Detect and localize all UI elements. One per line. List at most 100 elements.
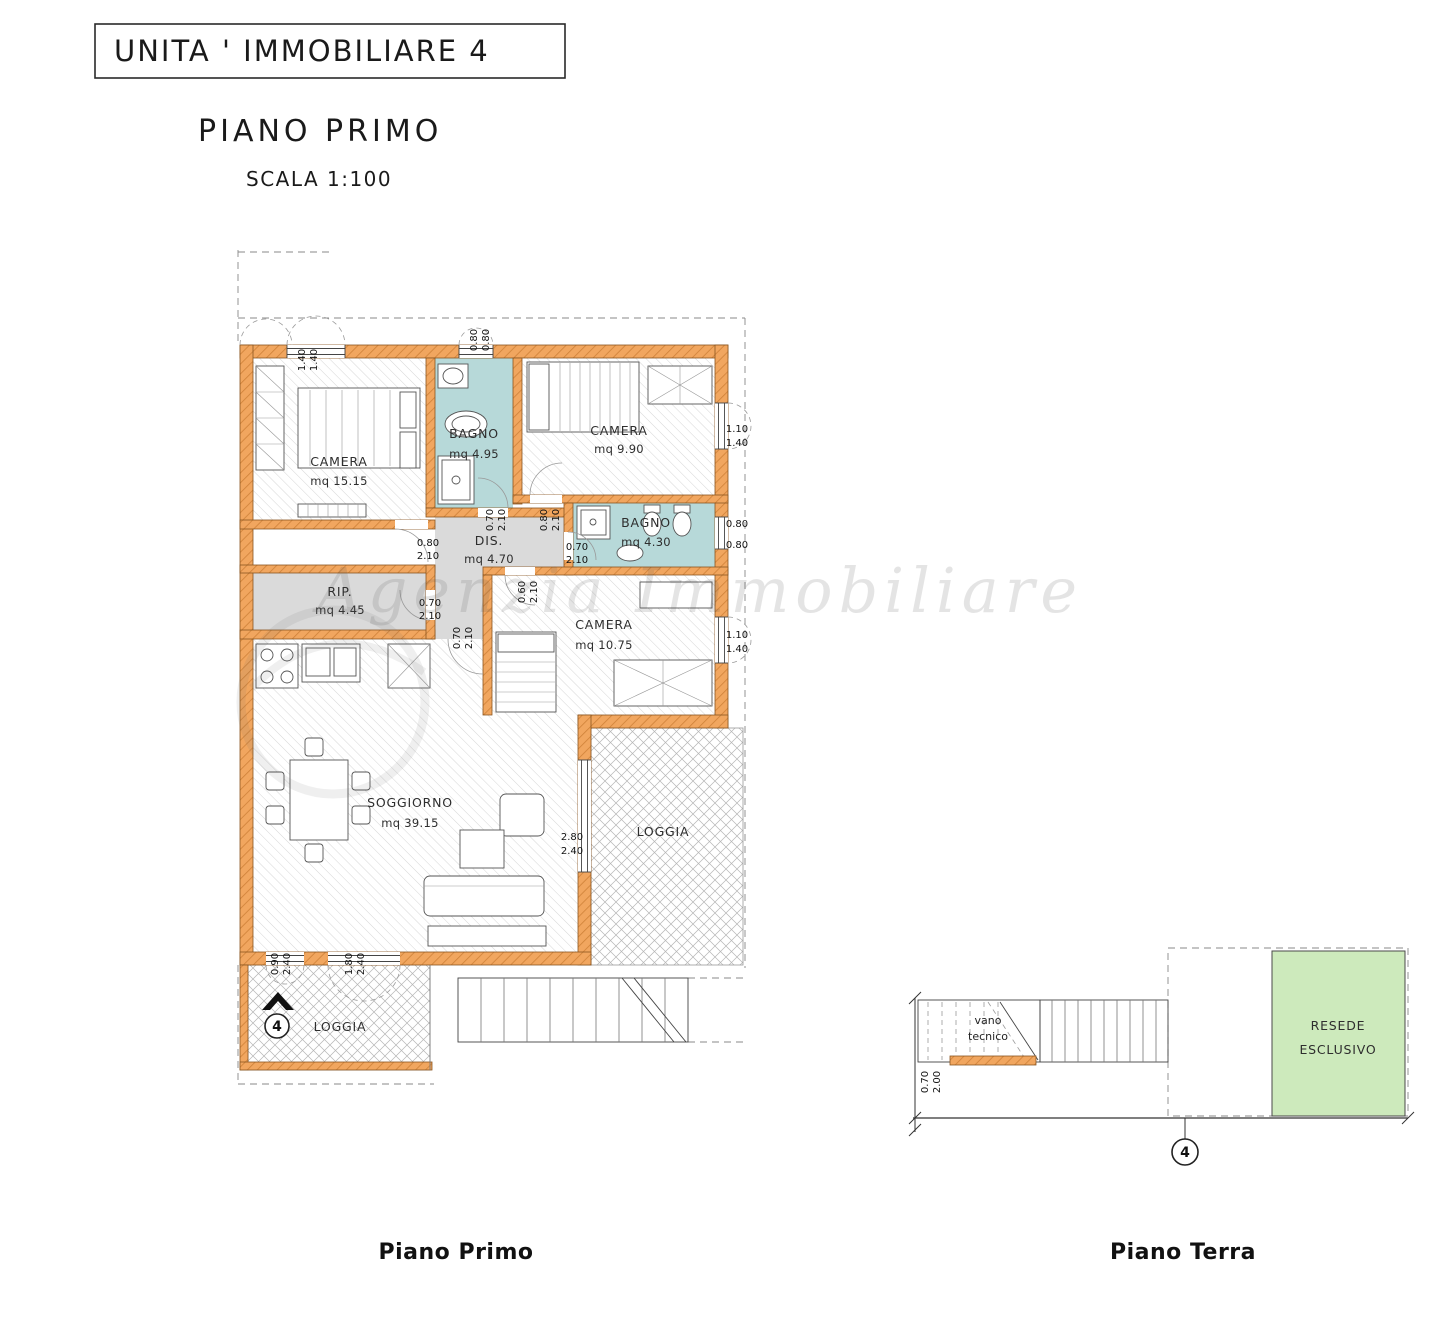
dining-table-soggiorno (265, 737, 371, 863)
wardrobe-camera-1 (255, 365, 285, 471)
header: UNITA ' IMMOBILIARE 4 PIANO PRIMO SCALA … (94, 23, 566, 191)
vano-tecnico-label-1: vano (975, 1014, 1002, 1027)
floor-loggia-east (590, 727, 744, 966)
roof-icon (262, 992, 294, 1010)
dim-door-camera1-h: 2.10 (417, 551, 439, 562)
stairs-ground-floor (1039, 999, 1169, 1063)
room-area-camera-1: mq 15.15 (310, 474, 367, 488)
room-label-loggia-south: LOGGIA (314, 1019, 367, 1034)
dim-win-camera2-w: 1.10 (726, 424, 748, 435)
wardrobe-camera-2 (647, 365, 713, 405)
watermark-text: Agenzia Immobiliare (312, 554, 1083, 627)
shower-bagno-1 (437, 455, 475, 505)
desk-camera-3 (639, 581, 713, 609)
room-area-camera-2: mq 9.90 (594, 442, 644, 456)
dim-win-camera3-h: 1.40 (726, 644, 748, 655)
dimension-labels: 1.40 1.40 0.80 0.80 1.10 1.40 0.80 2.10 … (270, 329, 748, 975)
unit-marker-ground-floor: 4 (1180, 1145, 1190, 1161)
unit-marker-circle-ground (1171, 1138, 1199, 1166)
toilet-bagno-2 (642, 504, 662, 537)
unit-marker-first-floor: 4 (272, 1019, 282, 1035)
dim-door-loggia-h: 2.40 (561, 846, 583, 857)
room-area-bagno-1: mq 4.95 (449, 447, 499, 461)
dim-win-camera3-w: 1.10 (726, 630, 748, 641)
bed-camera-2 (526, 361, 640, 433)
unit-marker-circle (264, 1013, 290, 1039)
room-area-ripostiglio: mq 4.45 (315, 603, 365, 617)
dim-door-bagno1-h: 2.10 (497, 509, 508, 531)
dim-door-loggia-w: 2.80 (561, 832, 583, 843)
dim-win-soggiorno1-w: 0.90 (270, 953, 281, 975)
room-label-soggiorno: SOGGIORNO (367, 795, 453, 810)
dim-door-camera3-w: 0.60 (517, 581, 528, 603)
vano-tecnico-label-2: tecnico (968, 1030, 1008, 1043)
caption-piano-terra: Piano Terra (1110, 1240, 1256, 1265)
watermark: Agenzia Immobiliare (236, 554, 1083, 799)
room-label-bagno-2: BAGNO (621, 515, 671, 530)
floor-disimpegno-corridor (435, 567, 483, 639)
unit-title: UNITA ' IMMOBILIARE 4 (114, 34, 490, 68)
title-box (94, 23, 566, 79)
sofa-set-soggiorno (423, 793, 547, 947)
room-label-camera-2: CAMERA (590, 423, 648, 438)
radiator-camera-1 (297, 503, 367, 518)
dim-door-bagno1-w: 0.70 (485, 509, 496, 531)
bidet-bagno-2 (672, 504, 692, 537)
room-labels: CAMERA mq 15.15 BAGNO mq 4.95 CAMERA mq … (310, 423, 690, 1034)
room-label-ripostiglio: RIP. (327, 584, 352, 599)
dim-door-camera3-h: 2.10 (529, 581, 540, 603)
room-label-camera-1: CAMERA (310, 454, 368, 469)
property-boundary-dashed (237, 250, 746, 1085)
bed-camera-3 (495, 631, 557, 713)
dim-door-rip-w: 0.70 (419, 598, 441, 609)
dim-win-camera2-h: 1.40 (726, 438, 748, 449)
double-bed-camera-1 (297, 387, 421, 469)
bidet-bagno-1 (444, 410, 488, 438)
watermark-logo-circle (236, 605, 430, 799)
sink-bagno-1 (437, 363, 469, 389)
vano-tecnico-room (917, 999, 1041, 1066)
dim-win-soggiorno2-w: 1.80 (344, 953, 355, 975)
watermark-logo-swoosh (249, 639, 427, 691)
dim-door-vano-w: 0.70 (920, 1071, 931, 1093)
caption-piano-primo: Piano Primo (379, 1240, 534, 1265)
loggia-south-marker: 4 (262, 965, 431, 1070)
dim-win-soggiorno1-h: 2.40 (282, 953, 293, 975)
kitchen-sink-soggiorno (301, 643, 361, 683)
room-area-disimpegno: mq 4.70 (464, 552, 514, 566)
ground-floor-plan: vano tecnico RESEDE ESCLUSIVO 0.70 2.00 … (908, 947, 1415, 1166)
furniture (255, 361, 713, 947)
resede-label-2: ESCLUSIVO (1299, 1042, 1376, 1057)
dim-win-camera1-h: 1.40 (309, 349, 320, 371)
dim-win-bagno1-h: 0.80 (481, 329, 492, 351)
room-area-soggiorno: mq 39.15 (381, 816, 438, 830)
room-area-bagno-2: mq 4.30 (621, 535, 671, 549)
floor-ripostiglio (248, 573, 426, 630)
room-label-camera-3: CAMERA (575, 617, 633, 632)
dim-door-camera2-h: 2.10 (551, 509, 562, 531)
shower-bagno-2 (576, 505, 611, 540)
wardrobe-camera-3 (613, 659, 713, 707)
stove-soggiorno (255, 643, 299, 689)
dim-door-rip-h: 2.10 (419, 611, 441, 622)
resede-green-area (1271, 950, 1406, 1117)
resede-label-1: RESEDE (1311, 1018, 1366, 1033)
room-label-loggia-east: LOGGIA (637, 824, 690, 839)
scale-label: SCALA 1:100 (246, 167, 392, 191)
dim-door-bagno2-w: 0.70 (566, 542, 588, 553)
floor-disimpegno (435, 517, 564, 567)
room-label-bagno-1: BAGNO (449, 426, 499, 441)
fridge-soggiorno (387, 643, 431, 689)
dim-door-soggiorno-w: 0.70 (452, 627, 463, 649)
dim-win-bagno2-h: 0.80 (726, 540, 748, 551)
sink-bagno-2 (616, 544, 644, 562)
room-area-camera-3: mq 10.75 (575, 638, 632, 652)
dim-win-camera1-w: 1.40 (297, 349, 308, 371)
dim-door-camera2-w: 0.80 (539, 509, 550, 531)
dim-win-bagno1-w: 0.80 (469, 329, 480, 351)
dim-door-soggiorno-h: 2.10 (464, 627, 475, 649)
dim-door-camera1-w: 0.80 (417, 538, 439, 549)
dim-win-soggiorno2-h: 2.40 (356, 953, 367, 975)
windows-doors (239, 315, 752, 1002)
